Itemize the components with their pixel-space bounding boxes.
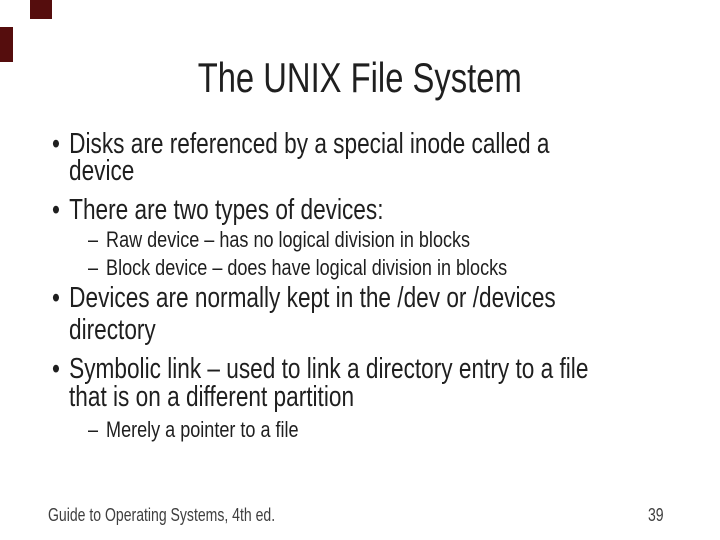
sub-bullet-text: Block device – does have logical divisio… [106,255,508,280]
bullet-text-continuation: device [69,155,135,187]
page-number: 39 [648,505,664,525]
slide-title-text: The UNIX File System [197,54,523,101]
bullet-text: Disks are referenced by a special inode … [69,128,550,160]
bullet-text-continuation: that is on a different partition [69,381,355,413]
slide-title: The UNIX File System [0,57,720,99]
sub-bullet-item: –Block device – does have logical divisi… [88,257,599,279]
dash-marker: – [88,417,99,442]
corner-mark-left [0,27,13,62]
bullet-marker: • [52,282,60,314]
bullet-text: Symbolic link – used to link a directory… [69,353,589,385]
bullet-marker: • [52,353,60,385]
dash-marker: – [88,255,99,280]
bullet-marker: • [52,194,60,226]
footer-credit: Guide to Operating Systems, 4th ed. [48,505,276,525]
bullet-item: • There are two types of devices: [52,196,477,225]
dash-marker: – [88,227,99,252]
corner-mark-top [30,0,52,19]
sub-bullet-item: –Merely a pointer to a file [88,419,345,441]
bullet-item: • Disks are referenced by a special inode… [52,130,690,159]
bullet-marker: • [52,128,60,160]
bullet-item: • Symbolic link – used to link a director… [52,355,720,384]
sub-bullet-text: Merely a pointer to a file [106,417,299,442]
bullet-text: Devices are normally kept in the /dev or… [69,282,556,314]
sub-bullet-item: –Raw device – has no logical division in… [88,229,554,251]
sub-bullet-text: Raw device – has no logical division in … [106,227,471,252]
bullet-text-continuation: directory [69,314,156,346]
bullet-item: • Devices are normally kept in the /dev o… [52,284,698,313]
bullet-text: There are two types of devices: [69,194,384,226]
